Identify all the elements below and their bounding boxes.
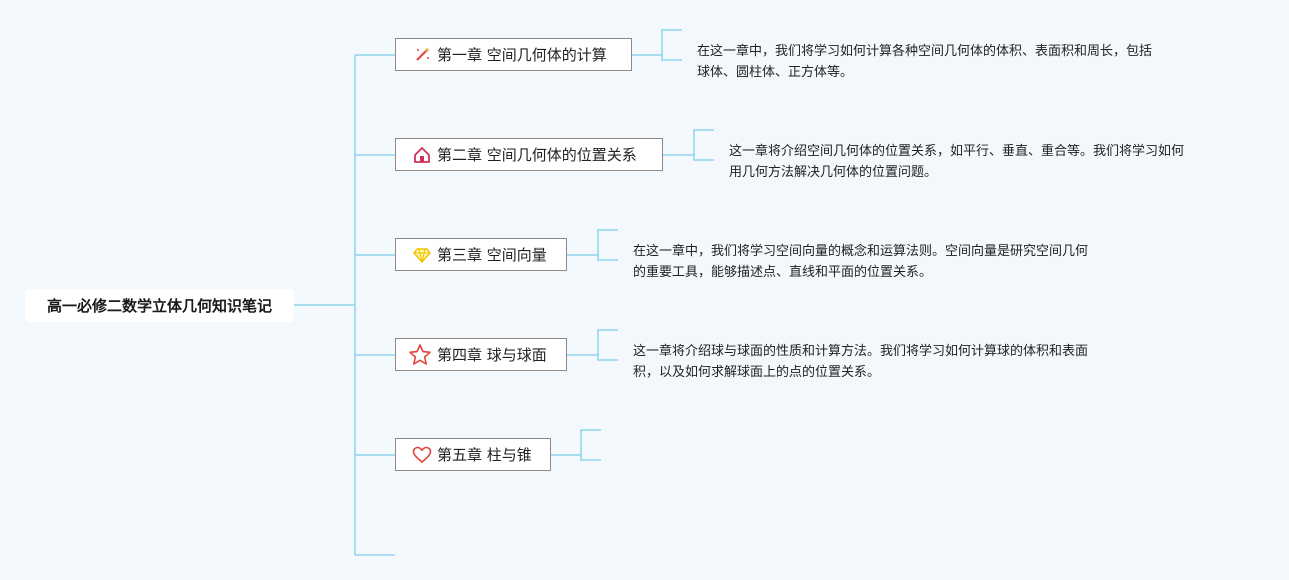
diamond-icon [412, 245, 432, 265]
chapter-label: 第二章 空间几何体的位置关系 [437, 146, 637, 164]
heart-icon [412, 445, 432, 465]
note-line: 这一章将介绍空间几何体的位置关系，如平行、垂直、重合等。我们将学习如何 [729, 144, 1185, 159]
chapter-note-2: 这一章将介绍空间几何体的位置关系，如平行、垂直、重合等。我们将学习如何 用几何方… [729, 141, 1249, 183]
note-line: 用几何方法解决几何体的位置问题。 [729, 165, 938, 180]
chapter-node-1[interactable]: 第一章 空间几何体的计算 [395, 38, 632, 71]
star-icon [408, 343, 432, 367]
chapter-note-4: 这一章将介绍球与球面的性质和计算方法。我们将学习如何计算球的体积和表面 积，以及… [633, 341, 1153, 383]
chapter-label: 第五章 柱与锥 [437, 446, 532, 464]
chapter-node-5[interactable]: 第五章 柱与锥 [395, 438, 551, 471]
house-icon [412, 145, 432, 165]
chapter-note-1: 在这一章中，我们将学习如何计算各种空间几何体的体积、表面积和周长，包括 球体、圆… [697, 41, 1217, 83]
note-line: 在这一章中，我们将学习如何计算各种空间几何体的体积、表面积和周长，包括 [697, 44, 1153, 59]
chapter-node-4[interactable]: 第四章 球与球面 [395, 338, 567, 371]
note-line: 的重要工具，能够描述点、直线和平面的位置关系。 [633, 265, 933, 280]
chapter-node-2[interactable]: 第二章 空间几何体的位置关系 [395, 138, 663, 171]
note-line: 这一章将介绍球与球面的性质和计算方法。我们将学习如何计算球的体积和表面 [633, 344, 1089, 359]
chapter-label: 第三章 空间向量 [437, 246, 547, 264]
note-line: 球体、圆柱体、正方体等。 [697, 65, 854, 80]
root-topic[interactable]: 高一必修二数学立体几何知识笔记 [25, 289, 294, 322]
note-line: 积，以及如何求解球面上的点的位置关系。 [633, 365, 881, 380]
chapter-node-3[interactable]: 第三章 空间向量 [395, 238, 567, 271]
chapter-label: 第四章 球与球面 [437, 346, 547, 364]
magic-wand-icon [412, 45, 432, 65]
note-line: 在这一章中，我们将学习空间向量的概念和运算法则。空间向量是研究空间几何 [633, 244, 1089, 259]
chapter-label: 第一章 空间几何体的计算 [437, 46, 607, 64]
chapter-note-3: 在这一章中，我们将学习空间向量的概念和运算法则。空间向量是研究空间几何 的重要工… [633, 241, 1153, 283]
root-title: 高一必修二数学立体几何知识笔记 [46, 297, 272, 315]
